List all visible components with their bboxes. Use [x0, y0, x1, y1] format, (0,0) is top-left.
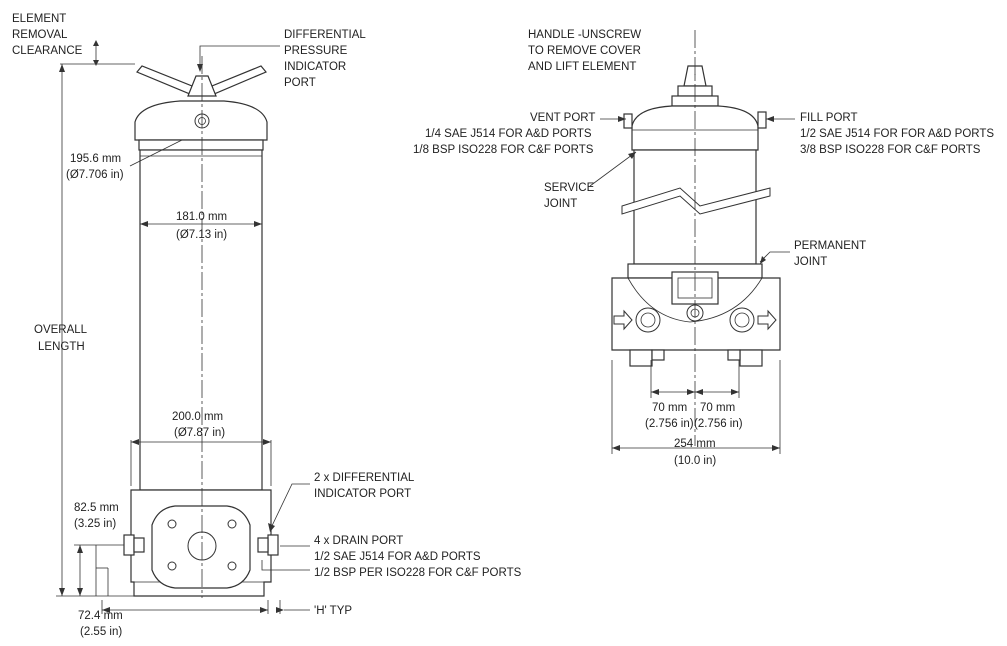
front-elevation-view	[589, 30, 795, 454]
manifold	[611, 277, 781, 351]
text-labels: ELEMENT REMOVAL CLEARANCE DIFFERENTIAL P…	[12, 13, 994, 638]
element-removal-label-2: REMOVAL	[12, 29, 68, 41]
diff-pressure-label-4: PORT	[284, 77, 316, 89]
dim-254-in: (10.0 in)	[674, 455, 716, 467]
cover-collar	[138, 139, 264, 151]
left-foot	[629, 349, 653, 367]
dim-181-in: (Ø7.13 in)	[176, 229, 227, 241]
dim-70-left-mm: 70 mm	[652, 402, 687, 414]
vent-port-plug	[623, 113, 633, 129]
right-drain-fitting	[267, 534, 279, 556]
diff-pressure-label-1: DIFFERENTIAL	[284, 29, 366, 41]
dim-70-right-mm: 70 mm	[700, 402, 735, 414]
dim-82-mm: 82.5 mm	[74, 502, 119, 514]
dim-195-in: (Ø7.706 in)	[66, 169, 124, 181]
permanent-joint-2: JOINT	[794, 256, 827, 268]
drain-port-2: 1/2 SAE J514 FOR A&D PORTS	[314, 551, 481, 563]
drain-port-1: 4 x DRAIN PORT	[314, 535, 403, 547]
fill-port-1: FILL PORT	[800, 112, 858, 124]
dim-200-mm: 200.0 mm	[172, 411, 223, 423]
dim-254-mm: 254 mm	[674, 438, 716, 450]
inlet-flow-icon	[613, 309, 633, 331]
dim-70-left-in: (2.756 in)	[645, 418, 694, 430]
handle-label-1: HANDLE -UNSCREW	[528, 29, 641, 41]
handle-label-2: TO REMOVE COVER	[528, 45, 641, 57]
bowl-body	[139, 149, 263, 491]
diff-pressure-label-3: INDICATOR	[284, 61, 346, 73]
handle-right-arm	[211, 65, 267, 95]
overall-length-1: OVERALL	[34, 324, 88, 336]
vent-port-3: 1/8 BSP ISO228 FOR C&F PORTS	[413, 144, 594, 156]
two-diff-port-2: INDICATOR PORT	[314, 488, 411, 500]
vent-port-1: VENT PORT	[530, 112, 595, 124]
side-elevation-view	[56, 40, 310, 614]
dim-72-mm: 72.4 mm	[78, 610, 123, 622]
dim-181-mm: 181.0 mm	[176, 211, 227, 223]
dim-72-in: (2.55 in)	[80, 626, 122, 638]
overall-length-2: LENGTH	[38, 341, 85, 353]
inlet-port	[635, 307, 661, 333]
outlet-port	[729, 307, 755, 333]
element-removal-label-1: ELEMENT	[12, 13, 66, 25]
break-line	[621, 187, 771, 215]
fill-port-2: 1/2 SAE J514 FOR FOR A&D PORTS	[800, 128, 994, 140]
element-removal-label-3: CLEARANCE	[12, 45, 83, 57]
left-drain-fitting	[123, 534, 135, 556]
diff-pressure-label-2: PRESSURE	[284, 45, 348, 57]
dim-195-mm: 195.6 mm	[70, 153, 121, 165]
fill-port-3: 3/8 BSP ISO228 FOR C&F PORTS	[800, 144, 981, 156]
service-joint-1: SERVICE	[544, 182, 595, 194]
cover-dome	[134, 100, 268, 141]
two-diff-port-1: 2 x DIFFERENTIAL	[314, 472, 415, 484]
handle-label-3: AND LIFT ELEMENT	[528, 61, 636, 73]
handle-left-arm	[136, 65, 193, 95]
dim-82-in: (3.25 in)	[74, 518, 116, 530]
dim-200-in: (Ø7.87 in)	[174, 427, 225, 439]
service-joint-2: JOINT	[544, 198, 577, 210]
drain-port-3: 1/2 BSP PER ISO228 FOR C&F PORTS	[314, 567, 522, 579]
permanent-joint-1: PERMANENT	[794, 240, 866, 252]
vent-port-2: 1/4 SAE J514 FOR A&D PORTS	[425, 128, 592, 140]
outlet-flow-icon	[757, 309, 777, 331]
base-flange	[151, 505, 251, 589]
h-typ-label: 'H' TYP	[314, 605, 352, 617]
right-foot	[739, 349, 763, 367]
fill-port-plug	[757, 111, 767, 129]
dim-70-right-in: (2.756 in)	[694, 418, 743, 430]
